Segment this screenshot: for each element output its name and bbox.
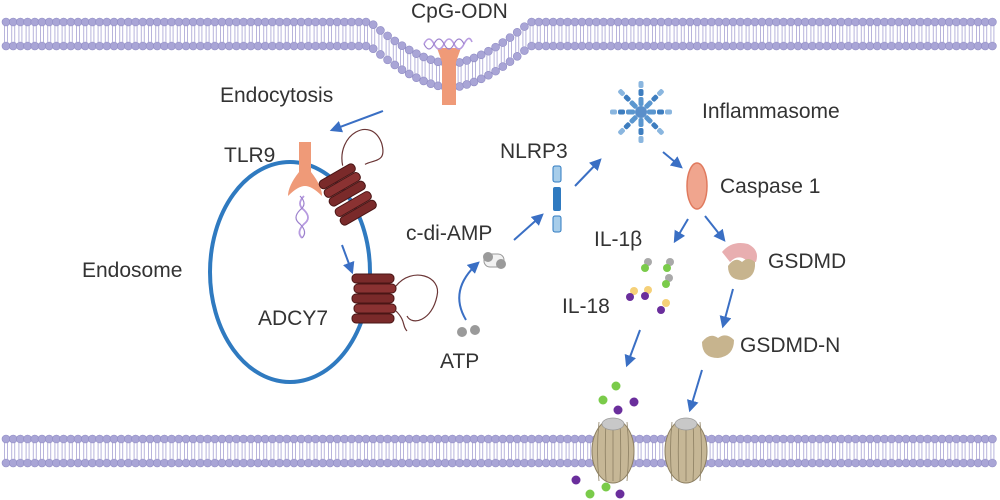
gsdmd-pores xyxy=(591,417,708,484)
adcy7-lower-icon xyxy=(351,273,439,332)
label-il18: IL-18 xyxy=(562,295,610,318)
arrow-c-di-amp-to-nlrp3 xyxy=(513,213,544,241)
arrow-cytokine-release xyxy=(624,329,641,368)
arrow-caspase1-to-gsdmd xyxy=(704,215,726,242)
arrow-gsdmd-n-to-pore xyxy=(687,369,703,413)
label-il1b: IL-1β xyxy=(594,228,642,251)
arrow-caspase1-to-il xyxy=(673,218,689,244)
arrow-endocytosis xyxy=(329,110,384,133)
plasma-membrane-bottom xyxy=(1,434,997,468)
adcy7-upper-icon xyxy=(318,128,384,226)
inflammasome-icon xyxy=(610,81,672,143)
cytokine-cluster xyxy=(626,258,674,314)
c-di-amp-icon xyxy=(483,252,506,269)
arrow-gsdmd-cleavage xyxy=(719,288,734,329)
released-cytokines xyxy=(571,381,639,499)
endosome-membrane xyxy=(208,160,372,384)
label-gsdmd: GSDMD xyxy=(768,250,846,273)
arrow-atp-to-c-di-amp xyxy=(458,261,480,321)
caspase1-icon xyxy=(686,162,708,210)
label-tlr9: TLR9 xyxy=(224,144,275,167)
atp-icon xyxy=(457,325,480,337)
label-adcy7: ADCY7 xyxy=(258,307,328,330)
label-caspase1: Caspase 1 xyxy=(720,175,820,198)
plasma-membrane-top xyxy=(1,17,997,93)
arrow-nlrp3-to-inflammasome xyxy=(574,158,602,187)
arrow-inflammasome-to-caspase1 xyxy=(662,151,683,169)
label-nlrp3: NLRP3 xyxy=(500,140,568,163)
label-inflammasome: Inflammasome xyxy=(702,100,840,123)
label-atp: ATP xyxy=(440,350,479,373)
label-cpg-odn: CpG-ODN xyxy=(411,0,508,23)
label-c-di-amp: c-di-AMP xyxy=(406,222,492,245)
nlrp3-icon xyxy=(552,165,562,233)
gsdmd-icon xyxy=(722,243,757,280)
tlr9-receptor-icon xyxy=(288,142,322,239)
cpg-dna-icon xyxy=(423,37,473,50)
label-endosome: Endosome xyxy=(82,259,182,282)
arrow-adcy7-translocation xyxy=(341,244,355,275)
label-endocytosis: Endocytosis xyxy=(220,84,333,107)
label-gsdmd-n: GSDMD-N xyxy=(740,334,840,357)
gsdmd-n-icon xyxy=(702,335,734,358)
cpg-receptor xyxy=(423,37,473,105)
